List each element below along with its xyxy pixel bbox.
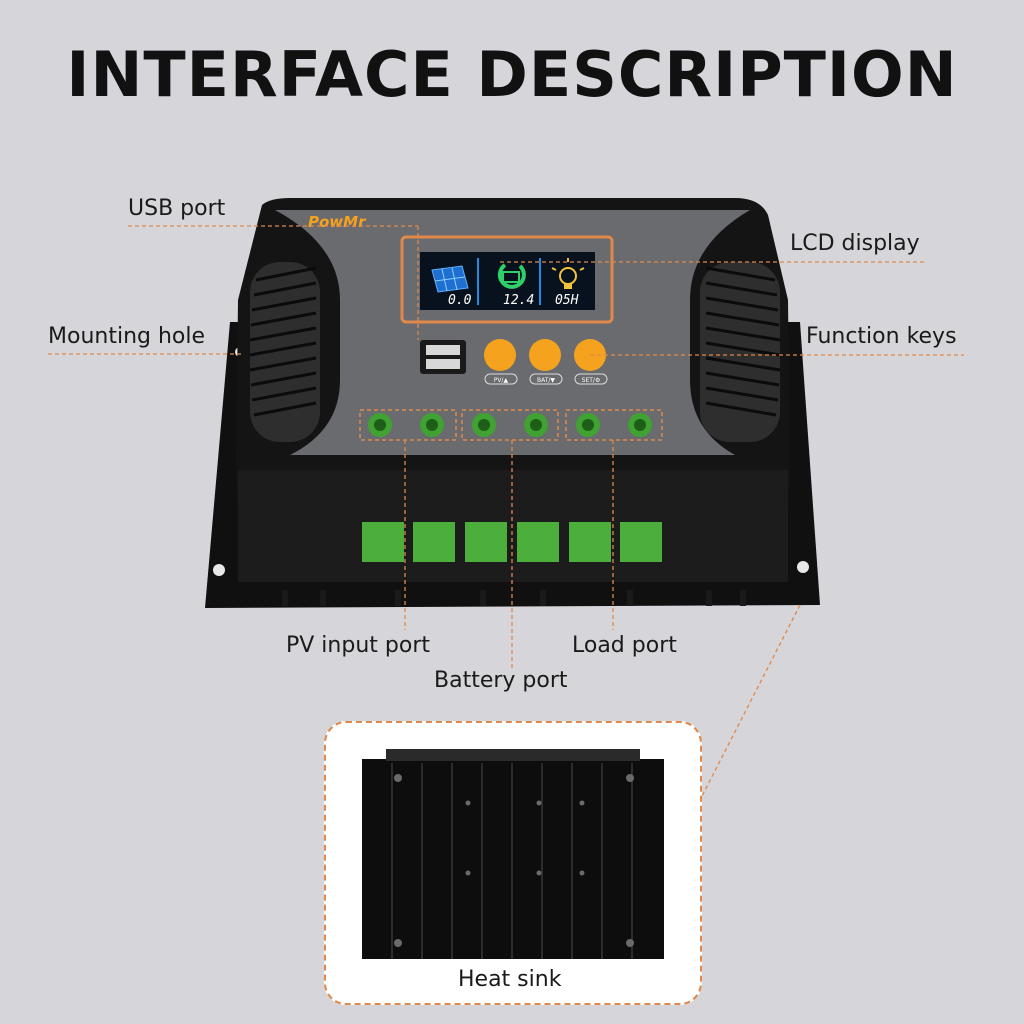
function-keys: PV/▲ BAT/▼ SET/⚙ bbox=[484, 339, 608, 385]
pv-input-port-label: PV input port bbox=[286, 633, 430, 658]
lcd-battery-value: 12.4 bbox=[503, 293, 534, 308]
pv-up-key[interactable] bbox=[484, 339, 516, 371]
pv-key-label: PV/▲ bbox=[494, 377, 509, 384]
lcd-pv-value: 0.0 bbox=[448, 293, 472, 308]
front-panel bbox=[275, 210, 750, 455]
set-key-label: SET/⚙ bbox=[582, 377, 601, 384]
usb-port[interactable] bbox=[420, 340, 466, 374]
load-port-label: Load port bbox=[572, 633, 677, 658]
bat-key-label: BAT/▼ bbox=[537, 377, 555, 384]
lcd-display-label: LCD display bbox=[790, 231, 920, 256]
bulb-icon bbox=[551, 258, 585, 289]
heat-sink-image bbox=[362, 749, 664, 959]
pv-terminal-negative[interactable] bbox=[413, 522, 455, 562]
lcd-load-value: 05H bbox=[555, 293, 579, 308]
mounting-hole-bottom-left bbox=[213, 564, 225, 576]
callout-lines bbox=[48, 225, 964, 801]
load-terminal-positive[interactable] bbox=[569, 522, 611, 562]
function-keys-label: Function keys bbox=[806, 324, 957, 349]
terminal-screw-groups bbox=[359, 409, 663, 441]
battery-terminal-negative[interactable] bbox=[517, 522, 559, 562]
page-title: INTERFACE DESCRIPTION bbox=[66, 38, 958, 111]
battery-icon bbox=[497, 263, 526, 289]
mounting-hole-label: Mounting hole bbox=[48, 324, 206, 349]
terminal-blocks bbox=[362, 522, 662, 562]
mounting-hole-bottom-right bbox=[797, 561, 809, 573]
pv-terminal-positive[interactable] bbox=[362, 522, 404, 562]
battery-port-label: Battery port bbox=[434, 668, 568, 693]
bat-down-key[interactable] bbox=[529, 339, 561, 371]
usb-port-label: USB port bbox=[128, 196, 226, 221]
battery-terminal-positive[interactable] bbox=[465, 522, 507, 562]
brand-logo: PowMr bbox=[308, 213, 367, 231]
solar-panel-icon bbox=[431, 265, 469, 293]
lcd-frame bbox=[400, 235, 614, 324]
front-wall bbox=[238, 470, 788, 582]
heat-sink-fins bbox=[282, 590, 746, 606]
load-terminal-negative[interactable] bbox=[620, 522, 662, 562]
heat-sink-inset: Heat sink bbox=[324, 721, 702, 1005]
heat-sink-label: Heat sink bbox=[458, 967, 562, 992]
